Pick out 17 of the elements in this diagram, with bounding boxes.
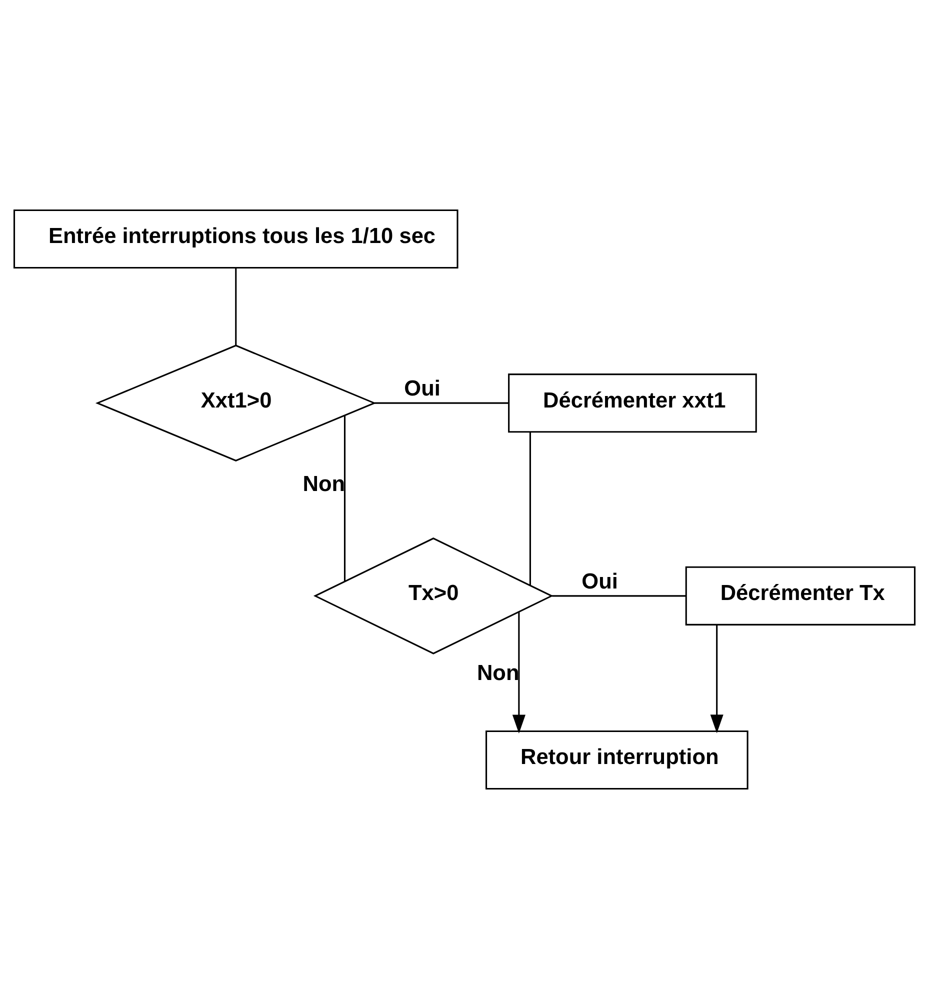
node-box: Décrémenter xxt1	[508, 373, 757, 432]
connector	[235, 268, 237, 345]
node-diamond: Tx>0	[313, 537, 554, 654]
arrow	[512, 612, 526, 733]
connector	[529, 431, 531, 585]
edge-label: Non	[302, 470, 346, 496]
connector	[374, 402, 508, 404]
arrow	[710, 624, 724, 733]
node-diamond: Xxt1>0	[95, 344, 376, 461]
edge-label: Oui	[404, 375, 440, 400]
node-box: Retour interruption	[486, 730, 748, 790]
connector	[552, 594, 686, 596]
edge-label: Non	[476, 659, 520, 684]
connector	[344, 415, 346, 581]
node-box: Entrée interruptions tous les 1/10 sec	[13, 208, 458, 268]
node-box: Décrémenter Tx	[685, 566, 916, 625]
edge-label: Oui	[582, 568, 618, 593]
